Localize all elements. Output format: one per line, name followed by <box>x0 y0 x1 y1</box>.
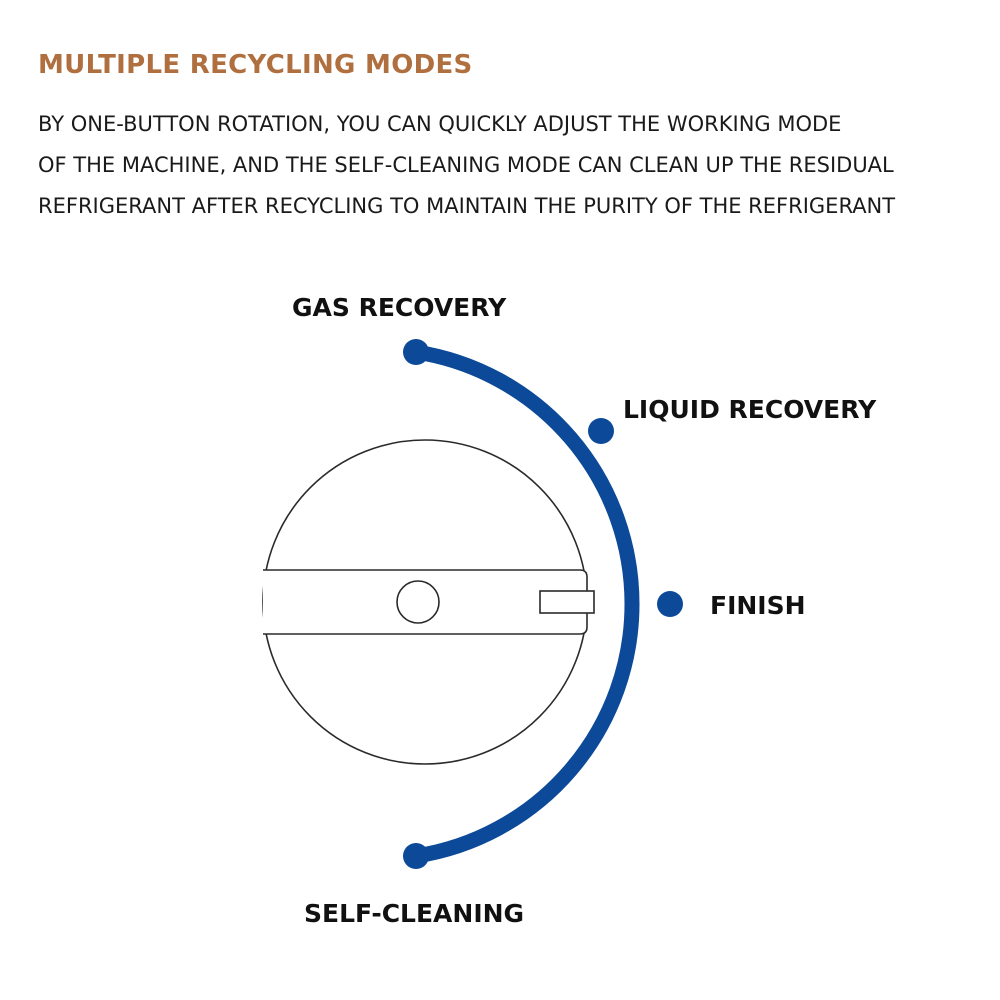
description-line-3: REFRIGERANT AFTER RECYCLING TO MAINTAIN … <box>38 194 896 218</box>
description-line-2: OF THE MACHINE, AND THE SELF-CLEANING MO… <box>38 153 894 177</box>
mode-label-liquid-recovery: LIQUID RECOVERY <box>623 395 877 424</box>
mode-arc <box>408 344 640 864</box>
description-line-1: BY ONE-BUTTON ROTATION, YOU CAN QUICKLY … <box>38 112 842 136</box>
knob-pointer <box>539 590 595 614</box>
mode-dot-gas-recovery[interactable] <box>403 339 429 365</box>
mode-label-self-cleaning: SELF-CLEANING <box>304 899 524 928</box>
mode-label-finish: FINISH <box>710 591 806 620</box>
rotary-knob[interactable] <box>262 439 595 765</box>
mode-dot-self-cleaning[interactable] <box>403 843 429 869</box>
knob-center-hole <box>396 580 440 624</box>
mode-dot-finish[interactable] <box>657 591 683 617</box>
section-description: BY ONE-BUTTON ROTATION, YOU CAN QUICKLY … <box>38 104 978 227</box>
mode-dot-liquid-recovery[interactable] <box>588 418 614 444</box>
mode-label-gas-recovery: GAS RECOVERY <box>292 293 507 322</box>
section-title: MULTIPLE RECYCLING MODES <box>38 50 473 80</box>
